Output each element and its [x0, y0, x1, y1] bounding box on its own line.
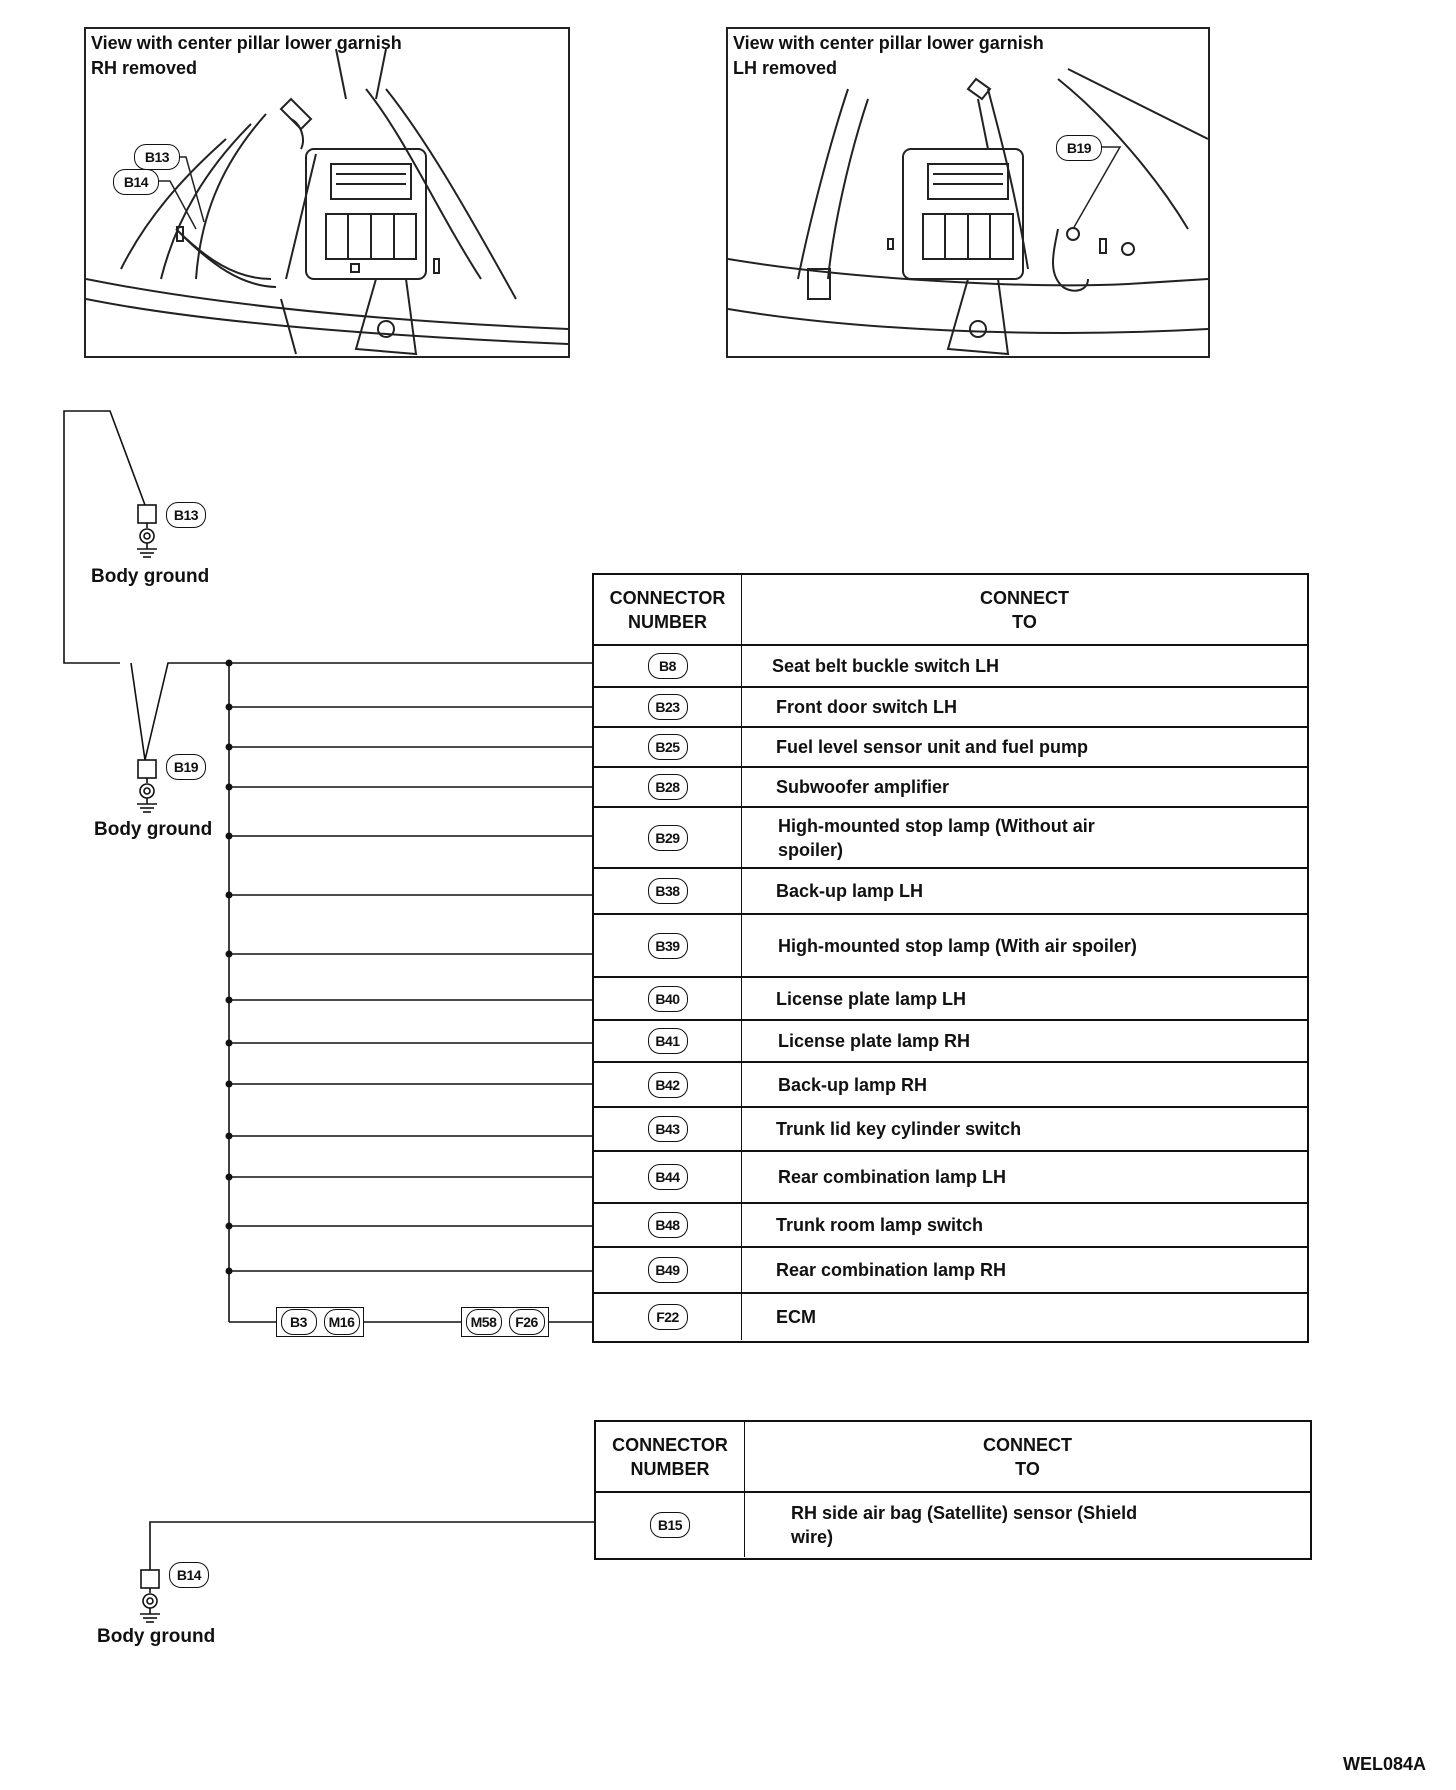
table-row: B43 Trunk lid key cylinder switch [594, 1108, 1307, 1152]
connector-number-cell: B49 [594, 1248, 742, 1292]
table-row: B49 Rear combination lamp RH [594, 1248, 1307, 1294]
connect-to-cell: Fuel level sensor unit and fuel pump [776, 737, 1089, 757]
table-row: B44 Rear combination lamp LH [594, 1152, 1307, 1204]
table-row: B48 Trunk room lamp switch [594, 1204, 1307, 1248]
connect-to-cell: Back-up lamp RH [778, 1074, 928, 1095]
table-row: B28 Subwoofer amplifier [594, 768, 1307, 808]
connect-to-cell: License plate lamp RH [778, 1031, 971, 1051]
callout-b19: B19 [1056, 135, 1102, 161]
connector-b3: B3 [280, 1309, 317, 1335]
connect-to-cell: Front door switch LH [776, 697, 957, 717]
ground-connector-b13: B13 [166, 502, 206, 528]
connect-to-cell: ECM [776, 1307, 816, 1327]
table-row: B29 High-mounted stop lamp (Without air s… [594, 808, 1307, 869]
connector-number-cell: B28 [594, 768, 742, 806]
connect-to-cell: Trunk room lamp switch [776, 1215, 984, 1235]
connect-to-cell: Rear combination lamp RH [776, 1260, 1007, 1280]
connector-badge: F22 [647, 1304, 688, 1330]
connector-number-cell: B48 [594, 1204, 742, 1246]
ground-connector-b14: B14 [169, 1562, 209, 1588]
callout-b13: B13 [134, 144, 180, 170]
table-row: B38 Back-up lamp LH [594, 869, 1307, 915]
connect-to-cell: Seat belt buckle switch LH [772, 656, 1000, 676]
connector-badge: B25 [647, 734, 688, 760]
connector-number-cell: B25 [594, 728, 742, 766]
ground-connector-b19: B19 [166, 754, 206, 780]
connector-number-cell: B42 [594, 1063, 742, 1106]
connector-badge: B40 [647, 985, 688, 1012]
ground-label-b19: Body ground [94, 819, 213, 840]
table-row: B15 RH side air bag (Satellite) sensor (S… [596, 1493, 1310, 1557]
connector-number-cell: B38 [594, 869, 742, 913]
connect-to-cell: Subwoofer amplifier [776, 777, 950, 797]
table-row: B8 Seat belt buckle switch LH [594, 646, 1307, 688]
connector-badge: B38 [647, 878, 688, 904]
pillar-lh-illustration [728, 68, 1208, 356]
connector-badge: B39 [647, 932, 688, 959]
connector-badge: B41 [647, 1028, 688, 1054]
view-lh-removed: View with center pillar lower garnish LH… [726, 27, 1210, 358]
connector-number-cell: B41 [594, 1021, 742, 1061]
connector-number-cell: B44 [594, 1152, 742, 1202]
connector-badge: B48 [647, 1212, 688, 1238]
callout-b14: B14 [113, 169, 159, 195]
inline-connector-b3-m16: B3 M16 [276, 1307, 364, 1337]
connector-badge: B43 [647, 1116, 688, 1142]
ground-label-b14: Body ground [97, 1626, 216, 1647]
connector-badge: B28 [647, 774, 688, 800]
connect-to-cell: High-mounted stop lamp (With air spoiler… [778, 935, 1137, 956]
connector-badge: B23 [647, 694, 688, 720]
connector-f26: F26 [508, 1309, 545, 1335]
connector-number-cell: B15 [596, 1493, 745, 1557]
connector-number-cell: B40 [594, 978, 742, 1019]
connector-number-cell: B39 [594, 915, 742, 976]
table-row: B40 License plate lamp LH [594, 978, 1307, 1021]
connect-to-cell: Back-up lamp LH [776, 881, 924, 901]
connector-m58: M58 [465, 1309, 502, 1335]
table-row: F22 ECM [594, 1294, 1307, 1340]
connector-badge: B44 [647, 1164, 688, 1190]
table-row: B23 Front door switch LH [594, 688, 1307, 728]
connector-badge: B8 [647, 653, 688, 679]
ground-label-b13: Body ground [91, 566, 210, 587]
connector-m16: M16 [323, 1309, 360, 1335]
connect-to-cell: Trunk lid key cylinder switch [776, 1119, 1022, 1139]
connect-to-cell: RH side air bag (Satellite) sensor (Shie… [791, 1503, 1138, 1547]
connect-to-cell: Rear combination lamp LH [778, 1167, 1007, 1187]
connector-badge: B15 [650, 1512, 690, 1538]
connector-number-cell: B8 [594, 646, 742, 686]
connector-number-cell: B23 [594, 688, 742, 726]
inline-connector-m58-f26: M58 F26 [461, 1307, 549, 1337]
connector-number-cell: F22 [594, 1294, 742, 1340]
pillar-rh-illustration [86, 48, 568, 356]
figure-code: WEL084A [1342, 1754, 1426, 1774]
view-title-lh: View with center pillar lower garnish LH… [733, 33, 1044, 78]
connect-to-cell: High-mounted stop lamp (Without air spoi… [778, 815, 1095, 860]
view-title-rh: View with center pillar lower garnish RH… [91, 33, 402, 78]
table-row: B39 High-mounted stop lamp (With air spoi… [594, 915, 1307, 978]
connector-number-cell: B43 [594, 1108, 742, 1150]
table-row: B25 Fuel level sensor unit and fuel pump [594, 728, 1307, 768]
connect-to-cell: License plate lamp LH [776, 988, 967, 1009]
connector-number-cell: B29 [594, 808, 742, 867]
connector-badge: B42 [647, 1071, 688, 1098]
connector-badge: B29 [647, 824, 688, 851]
connector-badge: B49 [647, 1257, 688, 1283]
view-rh-removed: View with center pillar lower garnish RH… [84, 27, 570, 358]
table-row: B42 Back-up lamp RH [594, 1063, 1307, 1108]
table-row: B41 License plate lamp RH [594, 1021, 1307, 1063]
